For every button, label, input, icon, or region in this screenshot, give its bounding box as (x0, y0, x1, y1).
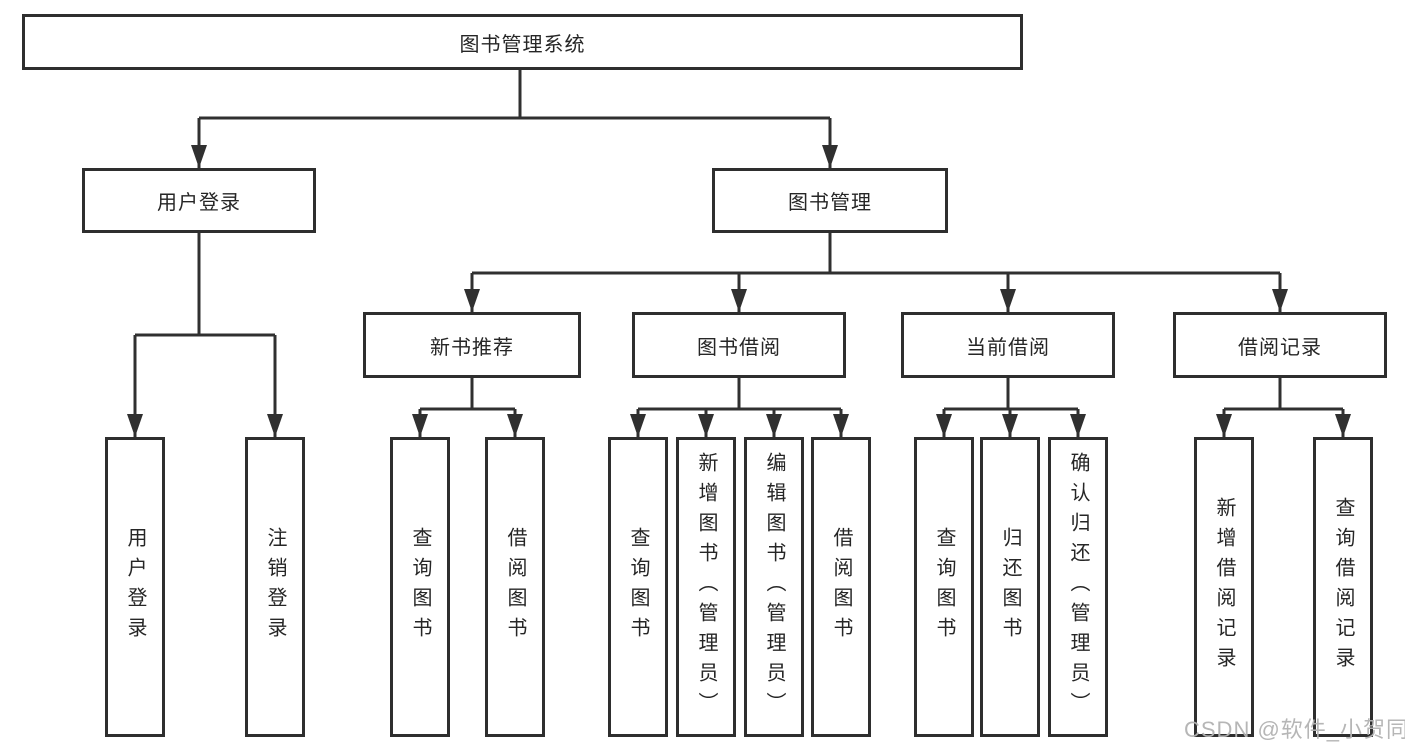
connector-root-to-level2 (191, 70, 838, 168)
leaf-query-books-current: 查询图书 (914, 437, 974, 737)
leaf-return-book-label: 归还图书 (999, 527, 1021, 647)
leaf-user-login: 用户登录 (105, 437, 165, 737)
connector-new-book-to-leaves (412, 378, 523, 437)
leaf-query-books-borrow: 查询图书 (608, 437, 668, 737)
leaf-edit-book-admin: 编辑图书（管理员） (744, 437, 804, 737)
leaf-add-book-admin-label: 新增图书（管理员） (695, 452, 717, 722)
node-new-book-recommendation: 新书推荐 (363, 312, 581, 378)
leaf-borrow-books-recommend-label: 借阅图书 (504, 527, 526, 647)
node-book-management-system: 图书管理系统 (22, 14, 1023, 70)
leaf-logout-label: 注销登录 (264, 527, 286, 647)
leaf-query-books-current-label: 查询图书 (933, 527, 955, 647)
leaf-add-borrow-record: 新增借阅记录 (1194, 437, 1254, 737)
leaf-add-borrow-record-label: 新增借阅记录 (1213, 497, 1235, 677)
leaf-query-books-recommend-label: 查询图书 (409, 527, 431, 647)
csdn-watermark: CSDN @软件_小贺同学 (1184, 717, 1405, 742)
node-borrowing-records: 借阅记录 (1173, 312, 1387, 378)
leaf-add-book-admin: 新增图书（管理员） (676, 437, 736, 737)
leaf-logout: 注销登录 (245, 437, 305, 737)
leaf-edit-book-admin-label: 编辑图书（管理员） (763, 452, 785, 722)
leaf-borrow-books: 借阅图书 (811, 437, 871, 737)
leaf-query-books-recommend: 查询图书 (390, 437, 450, 737)
node-current-borrowing: 当前借阅 (901, 312, 1115, 378)
node-user-login-module: 用户登录 (82, 168, 316, 233)
leaf-query-borrow-record-label: 查询借阅记录 (1332, 497, 1354, 677)
leaf-confirm-return-admin-label: 确认归还（管理员） (1067, 452, 1089, 722)
leaf-query-borrow-record: 查询借阅记录 (1313, 437, 1373, 737)
node-book-management-module: 图书管理 (712, 168, 948, 233)
node-book-borrowing: 图书借阅 (632, 312, 846, 378)
leaf-query-books-borrow-label: 查询图书 (627, 527, 649, 647)
connector-book-borrow-to-leaves (630, 378, 849, 437)
connector-book-mgmt-to-level3 (464, 233, 1288, 312)
connector-current-borrow-to-leaves (936, 378, 1086, 437)
leaf-return-book: 归还图书 (980, 437, 1040, 737)
connector-user-login-to-leaves (127, 233, 283, 437)
connector-borrow-records-to-leaves (1216, 378, 1351, 437)
leaf-borrow-books-label: 借阅图书 (830, 527, 852, 647)
leaf-borrow-books-recommend: 借阅图书 (485, 437, 545, 737)
leaf-user-login-label: 用户登录 (124, 527, 146, 647)
leaf-confirm-return-admin: 确认归还（管理员） (1048, 437, 1108, 737)
